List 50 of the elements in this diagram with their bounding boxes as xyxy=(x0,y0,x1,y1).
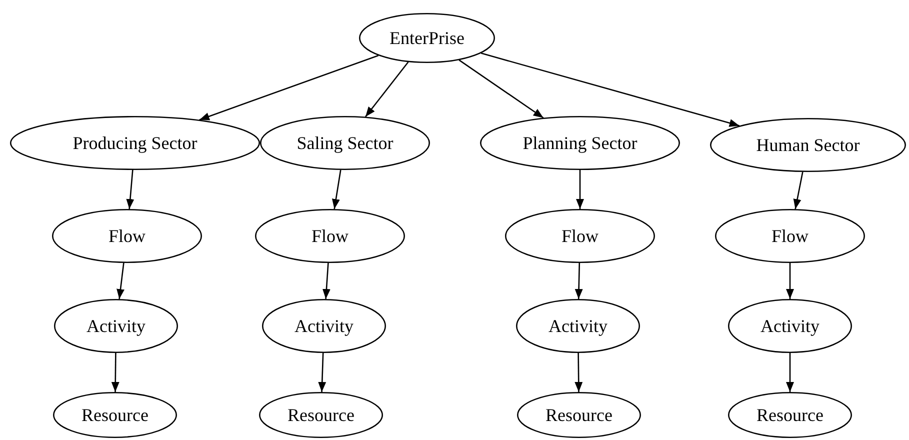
arrow xyxy=(318,352,326,392)
arrow xyxy=(786,353,794,392)
node-label: Resource xyxy=(546,404,612,426)
ellipse-node xyxy=(260,116,430,170)
node-label: Activity xyxy=(760,316,820,336)
ellipse-node xyxy=(728,392,852,438)
node-label: Flow xyxy=(771,226,808,246)
ellipse-node xyxy=(517,392,641,438)
node-label: Activity xyxy=(548,316,608,336)
node-label: EnterPrise xyxy=(390,28,464,48)
ellipse-node xyxy=(710,118,906,172)
node-label: Resource xyxy=(82,404,148,426)
node-label: Planning Sector xyxy=(522,132,638,154)
arrow xyxy=(364,62,409,118)
node-label: Flow xyxy=(108,226,146,246)
ellipse-node xyxy=(255,209,405,263)
node-label: Producing Sector xyxy=(72,132,198,154)
arrow xyxy=(793,172,804,210)
arrow xyxy=(574,353,583,392)
ellipse-node xyxy=(715,209,865,263)
arrow xyxy=(199,54,379,120)
arrow xyxy=(458,60,544,118)
ellipse-node xyxy=(359,13,495,63)
node-label: Activity xyxy=(86,316,146,336)
node-label: Flow xyxy=(311,226,348,246)
ellipse-node xyxy=(516,299,640,353)
arrow xyxy=(480,52,740,127)
arrow xyxy=(126,170,134,210)
ellipse-node xyxy=(262,299,386,353)
node-label: Human Sector xyxy=(756,134,860,156)
node-label: Activity xyxy=(294,316,354,336)
ellipse-node xyxy=(505,209,655,263)
ellipse-node xyxy=(10,116,260,170)
node-label: Resource xyxy=(756,404,824,426)
node-label: Resource xyxy=(288,404,354,426)
ellipse-node xyxy=(54,299,178,353)
arrow xyxy=(576,170,584,209)
ellipse-node xyxy=(728,299,852,353)
ellipse-node xyxy=(52,209,202,263)
arrow xyxy=(332,170,342,210)
ellipse-node xyxy=(53,392,177,438)
node-label: Saling Sector xyxy=(296,132,394,154)
node-label: Flow xyxy=(561,226,598,246)
arrow xyxy=(574,262,583,300)
arrow xyxy=(111,353,120,392)
arrow xyxy=(116,262,124,300)
ellipse-node xyxy=(259,392,383,438)
arrow xyxy=(322,262,330,300)
ellipse-node xyxy=(480,116,680,170)
arrow xyxy=(786,263,794,299)
